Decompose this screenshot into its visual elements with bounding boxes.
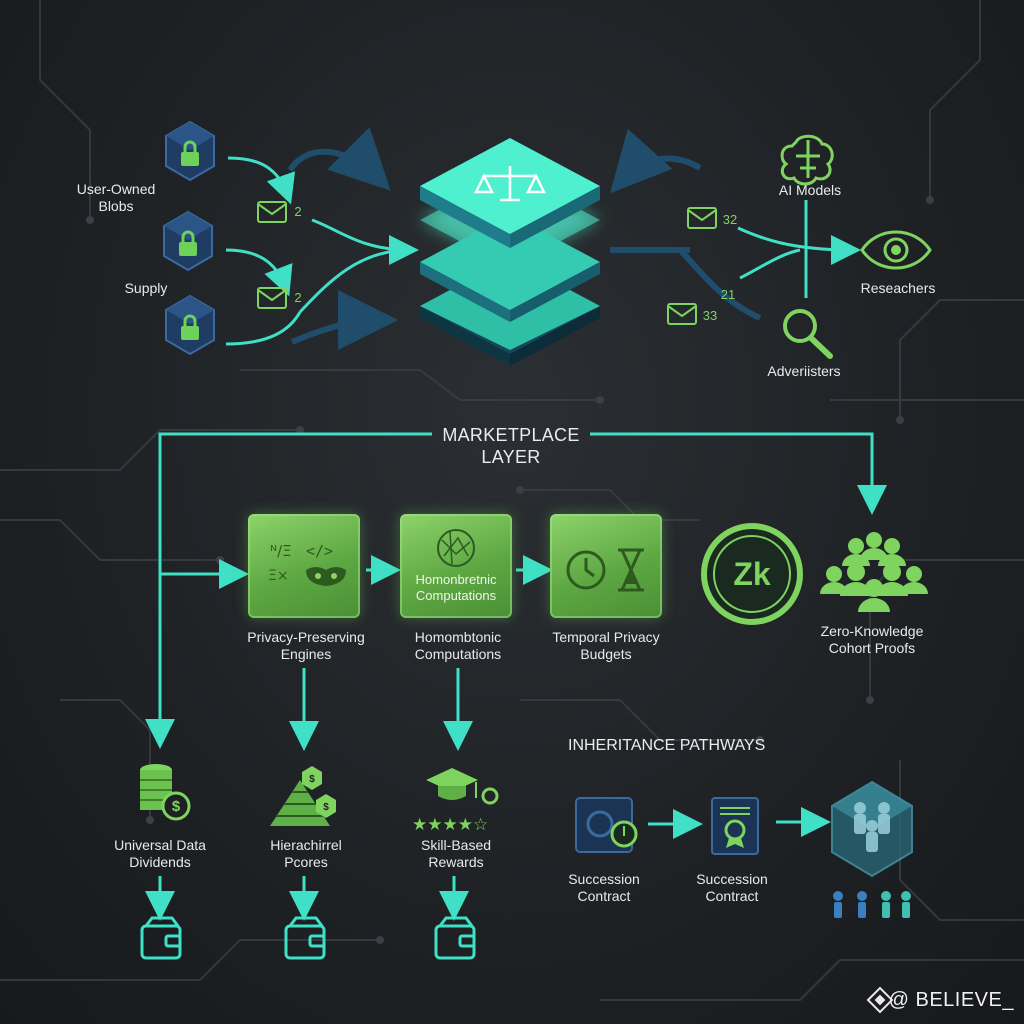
zk-badge-text: Zk	[733, 556, 771, 592]
svg-text:$: $	[309, 774, 315, 785]
skill-rewards-label-line2: Rewards	[428, 854, 484, 870]
homomorphic-label: Homombtonic Computations	[415, 629, 501, 663]
succession-contract-1-line1: Succession	[568, 871, 640, 887]
envelope-badge-1: 2	[294, 204, 302, 219]
brain-icon	[780, 134, 834, 186]
lock-icon	[179, 230, 197, 256]
succession-contract-label-1: Succession Contract	[568, 871, 640, 905]
universal-dividends-label: Universal Data Dividends	[114, 837, 206, 871]
coin-stack-icon: $	[140, 764, 191, 821]
hierarchical-scores-label-line1: Hierachirrel	[270, 837, 342, 853]
marketplace-title-line2: LAYER	[481, 447, 541, 467]
marketplace-layer-title: MARKETPLACE LAYER	[442, 424, 579, 468]
wallet-icon-1	[140, 916, 182, 960]
skill-rewards-label: Skill-Based Rewards	[421, 837, 491, 871]
pyramid-icon: $ $	[270, 766, 336, 826]
marketplace-stack	[420, 138, 600, 366]
code-mask-icon: ᴺ∕Ξ </> Ξ×	[268, 542, 346, 586]
cohort-people-icon	[820, 532, 928, 612]
user-owned-blobs-label: User-Owned Blobs	[77, 181, 156, 215]
universal-dividends-label-line2: Dividends	[129, 854, 191, 870]
svg-text:</>: </>	[306, 542, 333, 560]
zk-cohort-label-line2: Cohort Proofs	[828, 640, 916, 656]
succession-contract-label-2: Succession Contract	[696, 871, 768, 905]
researchers-label: Reseachers	[860, 280, 936, 296]
marketplace-title-line1: MARKETPLACE	[442, 425, 580, 445]
homomorphic-card: Homonbretnic Computations	[400, 514, 512, 618]
temporal-budgets-label: Temporal Privacy Budgets	[552, 629, 659, 663]
envelope-icon-3	[687, 207, 717, 229]
envelope-icon-4	[667, 303, 697, 325]
envelope-badge-2: 2	[294, 290, 302, 305]
zk-badge	[701, 523, 803, 625]
vault-icon	[575, 797, 638, 853]
svg-text:★★★★☆: ★★★★☆	[412, 815, 488, 835]
temporal-budgets-label-line2: Budgets	[580, 646, 632, 662]
rating-stars-icon: ★★★★☆	[412, 815, 488, 835]
succession-contract-1-line2: Contract	[577, 888, 631, 904]
skill-rewards-label-line1: Skill-Based	[420, 837, 492, 853]
supply-label: Supply	[124, 280, 168, 296]
blobs-label-line1: User-Owned	[76, 181, 156, 197]
data-blob-cube-1	[165, 120, 215, 182]
advertisers-label: Adveriisters	[767, 363, 841, 379]
temporal-budgets-label-line1: Temporal Privacy	[552, 629, 660, 645]
privacy-engines-card: ᴺ∕Ξ </> Ξ×	[248, 514, 360, 618]
lock-icon	[181, 140, 199, 166]
data-blob-cube-2	[163, 210, 213, 272]
blobs-label-line2: Blobs	[98, 198, 134, 214]
svg-text:$: $	[172, 798, 181, 815]
envelope-badge-3: 32	[722, 212, 738, 227]
envelope-badge-5: 33	[702, 308, 718, 323]
homomorphic-card-line1: Homonbretnic	[415, 572, 497, 587]
succession-contract-2-line2: Contract	[705, 888, 759, 904]
heir-hologram-icon	[831, 780, 913, 918]
svg-text:ᴺ∕Ξ: ᴺ∕Ξ	[270, 542, 292, 560]
wallet-icon-3	[434, 916, 476, 960]
svg-text:$: $	[323, 802, 329, 813]
envelope-icon-1	[257, 201, 287, 223]
contract-scroll-icon	[711, 797, 759, 855]
eye-icon	[860, 230, 932, 270]
envelope-icon-2	[257, 287, 287, 309]
temporal-budgets-card	[550, 514, 662, 618]
binance-logo-icon	[866, 986, 894, 1014]
svg-text:Ξ×: Ξ×	[268, 568, 289, 584]
data-blob-cube-3	[165, 294, 215, 356]
succession-contract-2-line1: Succession	[696, 871, 768, 887]
envelope-badge-4: 21	[720, 287, 736, 302]
homomorphic-label-line1: Homombtonic	[414, 629, 502, 645]
hierarchical-scores-label-line2: Pcores	[284, 854, 328, 870]
homomorphic-label-line2: Computations	[414, 646, 502, 662]
balance-scale-icon	[473, 166, 547, 202]
lock-icon	[181, 314, 199, 340]
clock-hourglass-icon	[566, 548, 644, 592]
neural-sphere-icon	[437, 529, 475, 567]
ai-models-label: AI Models	[778, 182, 842, 198]
universal-dividends-label-line1: Universal Data	[114, 837, 206, 853]
graduation-cap-icon	[426, 768, 499, 805]
zk-cohort-label-line1: Zero-Knowledge	[820, 623, 924, 639]
zk-cohort-label: Zero-Knowledge Cohort Proofs	[821, 623, 924, 657]
hierarchical-scores-label: Hierachirrel Pcores	[270, 837, 342, 871]
privacy-engines-label-line2: Engines	[280, 646, 332, 662]
inheritance-heading: INHERITANCE PATHWAYS	[568, 737, 766, 754]
watermark: @ BELIEVE_	[888, 989, 1014, 1011]
homomorphic-card-line2: Computations	[415, 588, 497, 603]
wallet-icon-2	[284, 916, 326, 960]
privacy-engines-label: Privacy-Preserving Engines	[247, 629, 364, 663]
magnifier-icon	[783, 309, 833, 359]
privacy-engines-label-line1: Privacy-Preserving	[247, 629, 365, 645]
